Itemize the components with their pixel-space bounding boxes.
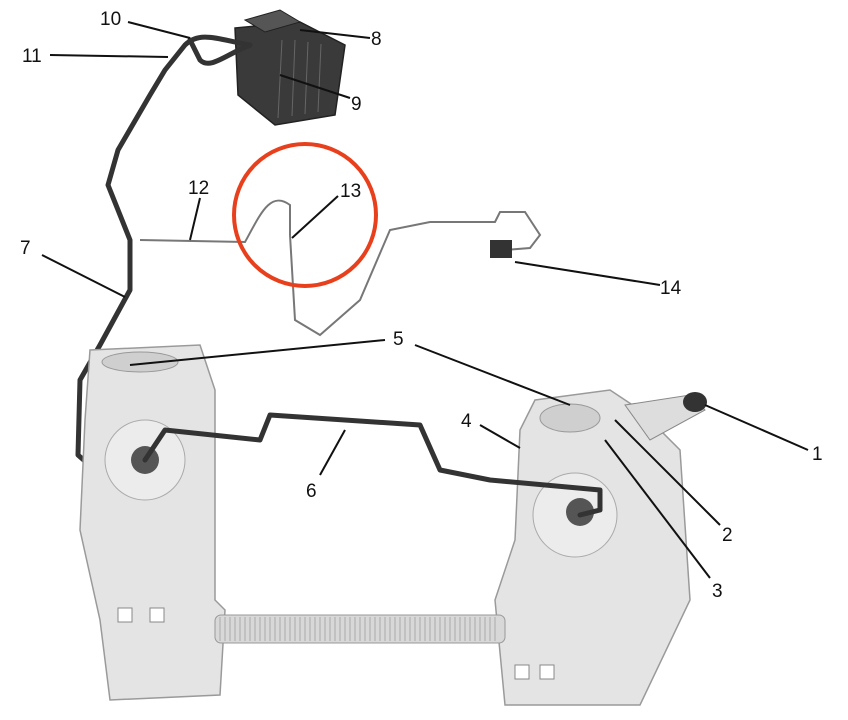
- callout-5: 5: [393, 329, 404, 350]
- callout-1: 1: [812, 444, 823, 465]
- callout-13: 13: [340, 181, 361, 202]
- callout-3: 3: [712, 581, 723, 602]
- callout-10: 10: [100, 9, 121, 30]
- filler-neck: [624, 392, 707, 441]
- callout-8: 8: [371, 29, 382, 50]
- highlight-circle: [232, 142, 378, 288]
- callout-14: 14: [660, 278, 682, 299]
- leader-lines: [41, 21, 809, 579]
- callout-2: 2: [722, 525, 733, 546]
- crossover-hose: [214, 614, 506, 644]
- callout-11: 11: [22, 46, 42, 67]
- fuel-line: [142, 412, 603, 518]
- callout-12: 12: [188, 178, 209, 199]
- connector-14: [490, 240, 512, 258]
- callout-6: 6: [306, 481, 317, 502]
- callout-9: 9: [351, 94, 362, 115]
- callout-4: 4: [461, 411, 472, 432]
- canister: [234, 9, 346, 126]
- callout-7: 7: [20, 238, 31, 259]
- left-tank: [79, 344, 226, 701]
- right-tank: [494, 389, 691, 706]
